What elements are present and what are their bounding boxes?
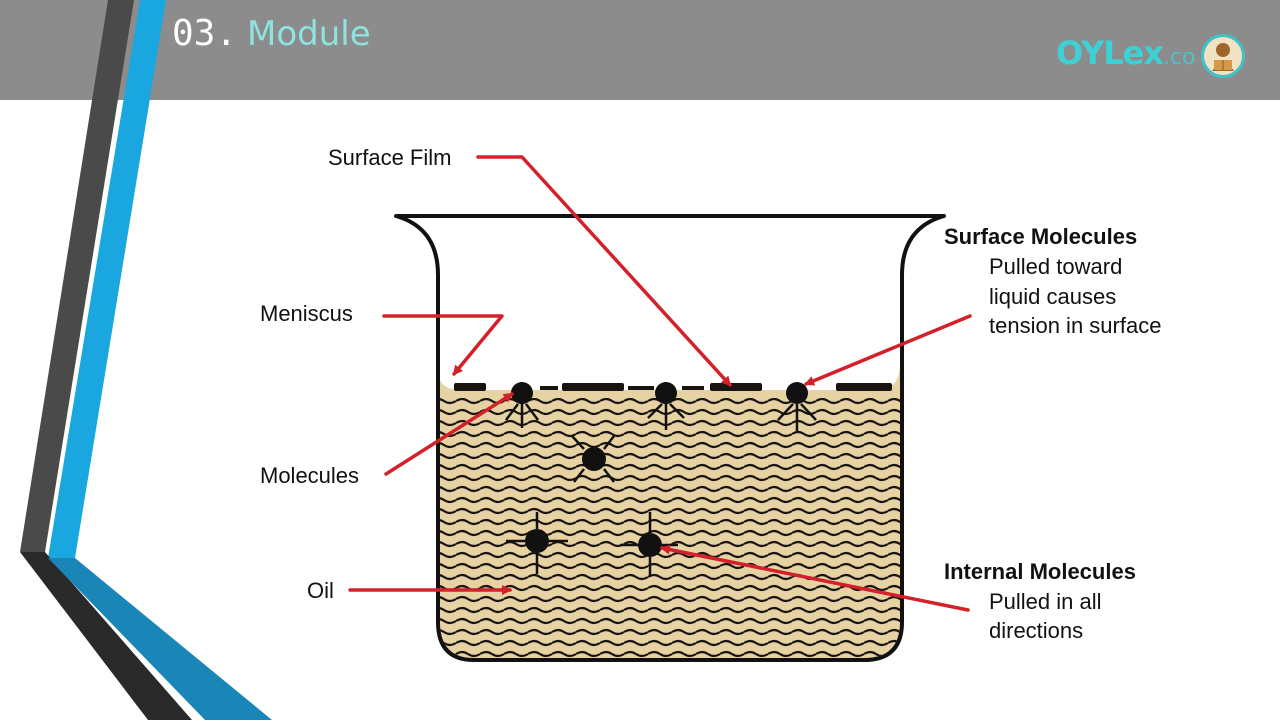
molecule-surface-2 bbox=[647, 382, 685, 430]
arrow-internal-molecules bbox=[660, 544, 970, 612]
surface-molecules-line2: liquid causes bbox=[989, 284, 1117, 309]
arrow-surface-molecules bbox=[804, 314, 972, 386]
arrow-molecules bbox=[384, 392, 514, 476]
label-oil: Oil bbox=[307, 578, 334, 603]
internal-molecules-line2: directions bbox=[989, 618, 1084, 643]
slide-number: 03. bbox=[172, 13, 238, 54]
arrow-meniscus bbox=[382, 314, 504, 376]
surface-film bbox=[454, 383, 892, 391]
molecule-surface-1 bbox=[505, 382, 539, 428]
slide-title-text: Module bbox=[247, 14, 371, 54]
label-molecules: Molecules bbox=[260, 463, 360, 488]
molecule-internal-3 bbox=[620, 512, 678, 576]
oil-liquid bbox=[440, 368, 900, 658]
slide-title: 03.Module bbox=[172, 12, 371, 56]
surface-molecules-heading: Surface Molecules bbox=[944, 224, 1138, 249]
molecule-surface-3 bbox=[777, 382, 817, 432]
arrow-surface-film bbox=[476, 155, 732, 387]
surface-molecules-line3: tension in surface bbox=[989, 313, 1162, 338]
molecule-internal-2 bbox=[506, 512, 568, 574]
beaker-outline bbox=[394, 214, 946, 662]
internal-molecules-line1: Pulled in all bbox=[989, 589, 1102, 614]
label-surface-film: Surface Film bbox=[328, 145, 452, 170]
surface-molecules-line1: Pulled toward bbox=[989, 254, 1123, 279]
internal-molecules-heading: Internal Molecules bbox=[944, 559, 1136, 584]
brand-name: OYLex bbox=[1056, 34, 1164, 72]
brand-logo: OYLex.co bbox=[1056, 34, 1196, 78]
label-meniscus: Meniscus bbox=[260, 301, 353, 326]
brand-tld: .co bbox=[1162, 45, 1196, 70]
header-bar bbox=[0, 0, 1280, 100]
reader-avatar-icon bbox=[1201, 34, 1245, 78]
decorative-stripes bbox=[20, 0, 272, 720]
molecule-internal-1 bbox=[571, 435, 615, 483]
